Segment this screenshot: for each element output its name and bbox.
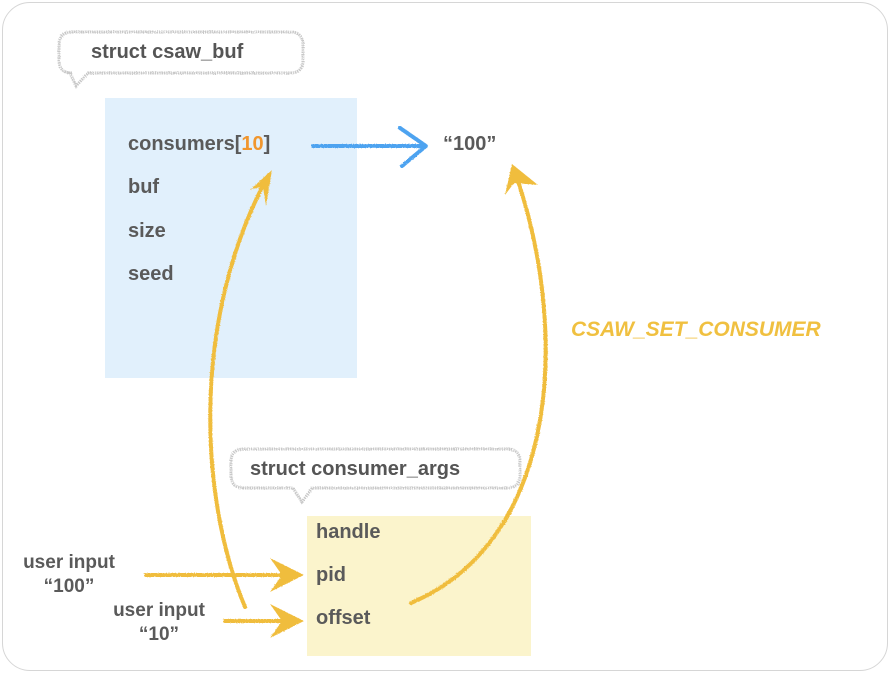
csaw-buf-struct-title: struct csaw_buf (91, 41, 244, 63)
field-handle: handle (316, 521, 381, 543)
field-buf: buf (128, 176, 160, 198)
field-offset: offset (316, 607, 371, 629)
input-10-arrow (223, 604, 304, 638)
field-seed: seed (128, 263, 174, 285)
offset-to-index-arrow (208, 170, 272, 609)
field-consumers: consumers[10] (128, 133, 270, 156)
field-size: size (128, 220, 166, 242)
user-input-100-label: user input “100” (14, 552, 124, 598)
pointer-value-label: “100” (443, 133, 497, 155)
ioctl-label: CSAW_SET_CONSUMER (571, 318, 821, 341)
csaw-buf-callout-bubble (57, 30, 305, 89)
user-input-100-value: “100” (43, 576, 95, 597)
blue-pointer-arrow (311, 126, 428, 168)
field-pid: pid (316, 564, 346, 586)
field-consumers-name: consumers[ (128, 133, 242, 155)
input-100-arrow (144, 558, 304, 592)
user-input-100-line1: user input (23, 552, 115, 573)
ioctl-arrow (409, 164, 548, 605)
consumer-args-callout-bubble (229, 447, 522, 505)
field-consumers-bracket: ] (263, 133, 271, 155)
user-input-10-line1: user input (113, 600, 205, 621)
user-input-10-label: user input “10” (104, 600, 214, 646)
field-consumers-index: 10 (241, 133, 264, 155)
consumer-args-struct-title: struct consumer_args (250, 458, 461, 480)
user-input-10-value: “10” (138, 624, 180, 645)
